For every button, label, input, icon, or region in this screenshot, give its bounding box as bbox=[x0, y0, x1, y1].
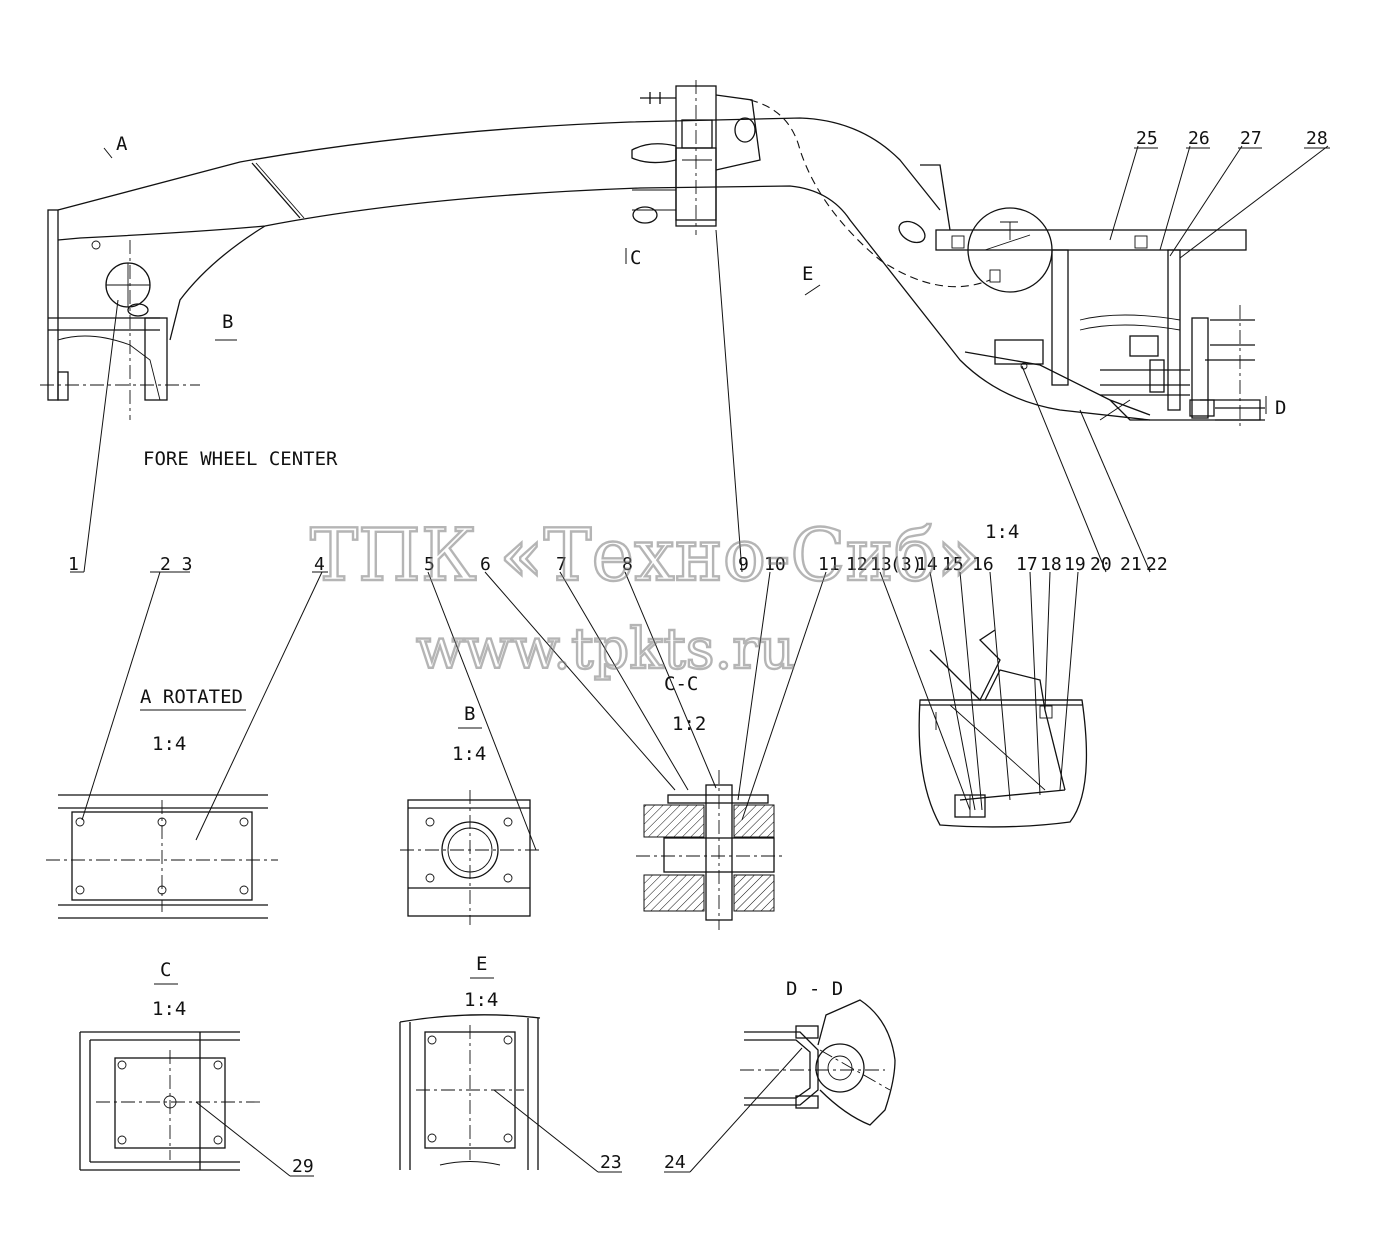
fore-wheel-center-label: FORE WHEEL CENTER bbox=[143, 448, 338, 470]
detail-e: E 1:4 23 bbox=[399, 953, 622, 1173]
view-e-label: E bbox=[802, 263, 813, 285]
part-number-26: 26 bbox=[1188, 128, 1210, 149]
dd-title: D - D bbox=[786, 978, 843, 1000]
e-title: E bbox=[476, 953, 487, 975]
watermark-company: ТПК «Техно-Сиб» bbox=[310, 513, 981, 597]
view-c-label: C bbox=[630, 247, 641, 269]
part-number-15: 15 bbox=[942, 554, 964, 575]
detail-pedal-view: 1:4 bbox=[918, 521, 1088, 828]
part-number-4: 4 bbox=[314, 554, 325, 575]
e-scale: 1:4 bbox=[464, 989, 498, 1011]
part-number-12: 12 bbox=[846, 554, 868, 575]
cc-scale: 1:2 bbox=[672, 713, 706, 735]
cc-title: C-C bbox=[664, 673, 698, 695]
detail-section-c-c: C-C 1:2 bbox=[636, 673, 782, 930]
a-rotated-title: A ROTATED bbox=[140, 686, 243, 708]
detail-a-rotated: A ROTATED 1:4 bbox=[46, 686, 278, 919]
a-rotated-scale: 1:4 bbox=[152, 733, 186, 755]
view-labels: A B C E D FORE WHEEL CENTER bbox=[103, 133, 1286, 470]
watermark-url: www.tpkts.ru bbox=[416, 617, 795, 682]
part-number-17: 17 bbox=[1016, 554, 1038, 575]
part-number-20: 20 bbox=[1090, 554, 1112, 575]
main-frame-view bbox=[40, 80, 1265, 430]
part-number-27: 27 bbox=[1240, 128, 1262, 149]
c-scale: 1:4 bbox=[152, 998, 186, 1020]
part-number-10: 10 bbox=[764, 554, 786, 575]
part-number-23: 23 bbox=[600, 1152, 622, 1173]
part-number-28: 28 bbox=[1306, 128, 1328, 149]
part-number-9: 9 bbox=[738, 554, 749, 575]
detail-b: B 1:4 bbox=[400, 703, 540, 925]
part-callouts: 1 2 3 4 5 6 7 8 9 10 11 12 13 (3) 14 15 … bbox=[68, 128, 1330, 851]
part-number-16: 16 bbox=[972, 554, 994, 575]
part-number-22: 22 bbox=[1146, 554, 1168, 575]
b-scale: 1:4 bbox=[452, 743, 486, 765]
c-title: C bbox=[160, 959, 171, 981]
b-title: B bbox=[464, 703, 475, 725]
part-number-25: 25 bbox=[1136, 128, 1158, 149]
part-number-14: 14 bbox=[916, 554, 938, 575]
part-number-11: 11 bbox=[818, 554, 840, 575]
detail-pedal-scale: 1:4 bbox=[985, 521, 1019, 543]
detail-section-d-d: D - D 24 bbox=[664, 978, 896, 1173]
watermark: ТПК «Техно-Сиб» www.tpkts.ru bbox=[309, 512, 982, 683]
view-a-label: A bbox=[116, 133, 128, 155]
view-b-label: B bbox=[222, 311, 233, 333]
part-number-24: 24 bbox=[664, 1152, 686, 1173]
part-number-19: 19 bbox=[1064, 554, 1086, 575]
part-number-1: 1 bbox=[68, 554, 79, 575]
part-number-21: 21 bbox=[1120, 554, 1142, 575]
part-number-2-3: 2 3 bbox=[160, 554, 193, 575]
part-number-6: 6 bbox=[480, 554, 491, 575]
part-number-8: 8 bbox=[622, 554, 633, 575]
view-d-label: D bbox=[1275, 397, 1286, 419]
part-number-7: 7 bbox=[556, 554, 567, 575]
part-number-18: 18 bbox=[1040, 554, 1062, 575]
detail-c: C 1:4 29 bbox=[79, 959, 314, 1177]
part-number-29: 29 bbox=[292, 1156, 314, 1177]
part-number-5: 5 bbox=[424, 554, 435, 575]
part-number-13: 13 bbox=[870, 554, 892, 575]
part-number-3-ref: (3) bbox=[890, 554, 923, 575]
